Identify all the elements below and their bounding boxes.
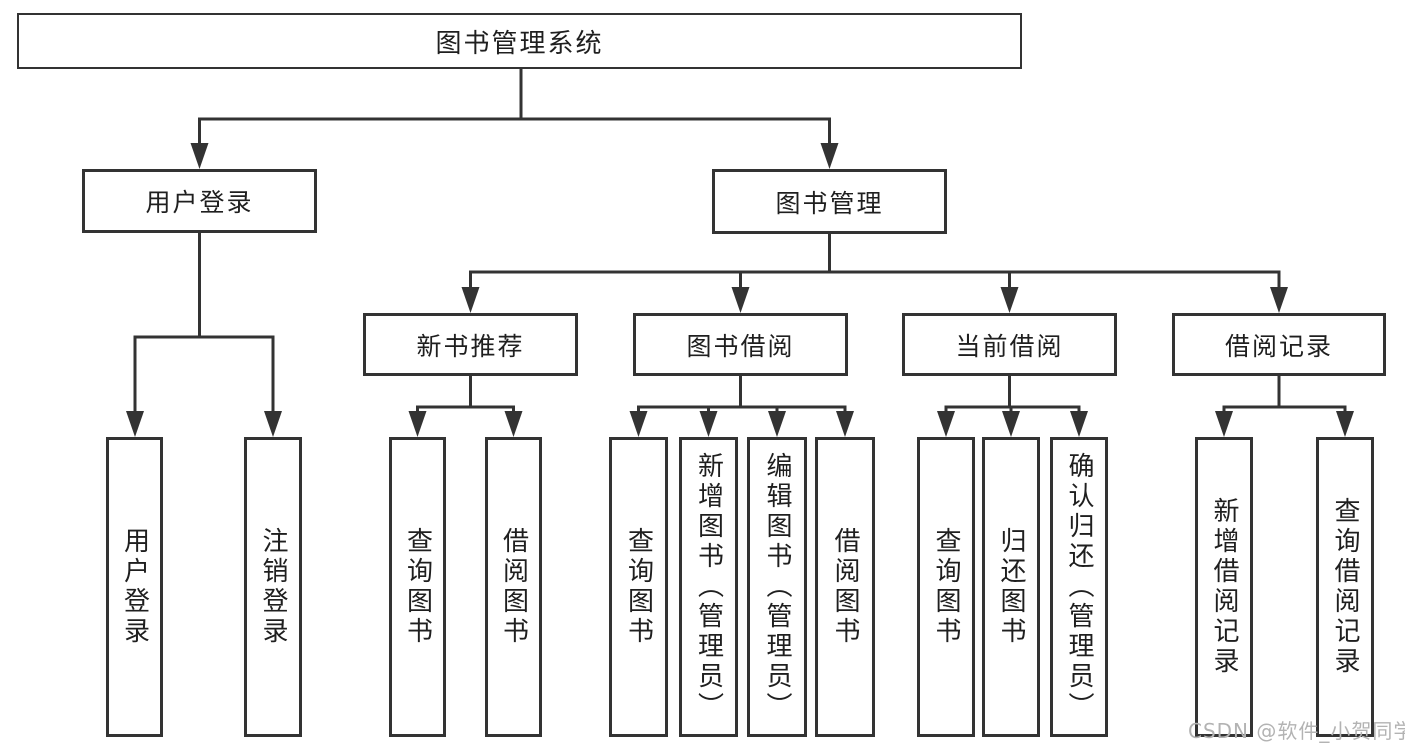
leaf-add-books-admin: 新增图书（管理员） <box>679 437 738 737</box>
watermark: CSDN @软件_小贺同学 <box>1188 719 1405 743</box>
leaf-edit-books-admin: 编辑图书（管理员） <box>747 437 807 737</box>
leaf-label: 查询图书 <box>402 527 433 647</box>
leaf-label: 借阅图书 <box>498 527 529 647</box>
leaf-confirm-return-admin: 确认归还（管理员） <box>1050 437 1108 737</box>
node-label: 图书借阅 <box>686 331 795 361</box>
node-book-borrowing: 图书借阅 <box>633 313 848 376</box>
leaf-label: 查询借阅记录 <box>1330 497 1360 677</box>
node-label: 借阅记录 <box>1224 331 1333 361</box>
leaf-label: 新增借阅记录 <box>1209 497 1239 677</box>
node-book-management: 图书管理 <box>712 169 947 234</box>
leaf-label: 新增图书（管理员） <box>693 452 724 722</box>
node-label: 用户登录 <box>145 188 254 217</box>
leaf-label: 编辑图书（管理员） <box>762 452 792 722</box>
leaf-label: 归还图书 <box>996 527 1026 647</box>
leaf-label: 借阅图书 <box>830 527 860 647</box>
node-label: 图书管理系统 <box>435 28 604 59</box>
node-borrowing-records: 借阅记录 <box>1172 313 1386 376</box>
leaf-label: 用户登录 <box>119 527 150 647</box>
node-current-borrowing: 当前借阅 <box>902 313 1117 376</box>
leaf-query-books-borrowing: 查询图书 <box>609 437 668 737</box>
leaf-return-books: 归还图书 <box>982 437 1040 737</box>
leaf-query-books-recommend: 查询图书 <box>389 437 446 737</box>
leaf-query-borrow-record: 查询借阅记录 <box>1316 437 1374 737</box>
node-label: 图书管理 <box>775 188 884 218</box>
node-label: 当前借阅 <box>955 331 1064 361</box>
leaf-label: 查询图书 <box>931 527 961 647</box>
leaf-borrow-books: 借阅图书 <box>815 437 875 737</box>
node-library-management-system: 图书管理系统 <box>17 13 1022 69</box>
leaf-query-books-current: 查询图书 <box>917 437 975 737</box>
node-user-login: 用户登录 <box>82 169 317 233</box>
leaf-label: 注销登录 <box>258 527 288 647</box>
leaf-label: 确认归还（管理员） <box>1064 452 1094 722</box>
node-label: 新书推荐 <box>416 331 525 361</box>
leaf-borrow-books-recommend: 借阅图书 <box>485 437 542 737</box>
leaf-label: 查询图书 <box>623 527 654 647</box>
leaf-logout: 注销登录 <box>244 437 302 737</box>
leaf-user-login: 用户登录 <box>106 437 163 737</box>
leaf-add-borrow-record: 新增借阅记录 <box>1195 437 1253 737</box>
node-new-book-recommendation: 新书推荐 <box>363 313 578 376</box>
